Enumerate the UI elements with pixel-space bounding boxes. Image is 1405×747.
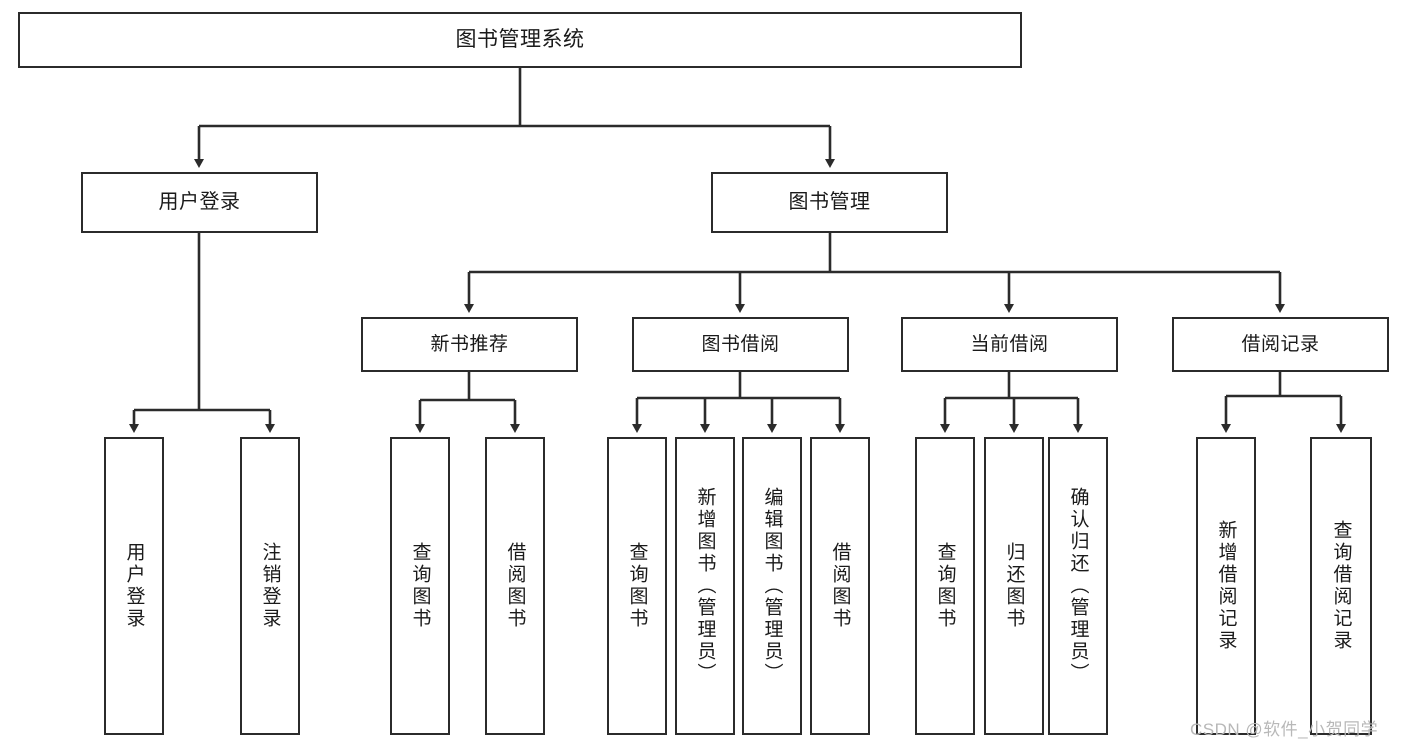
- node-leaf-confirm-return-label: 确认归还（管理员）: [1067, 487, 1089, 685]
- node-leaf-query-book-1[interactable]: 查询图书: [390, 437, 450, 735]
- node-root-label: 图书管理系统: [455, 27, 585, 51]
- node-leaf-logout[interactable]: 注销登录: [240, 437, 300, 735]
- node-leaf-borrow-book-1[interactable]: 借阅图书: [485, 437, 545, 735]
- node-new-book-rec-label: 新书推荐: [430, 333, 509, 355]
- node-leaf-query-book-2[interactable]: 查询图书: [607, 437, 667, 735]
- node-leaf-return-book[interactable]: 归还图书: [984, 437, 1044, 735]
- node-book-borrow-label: 图书借阅: [701, 333, 780, 355]
- node-book-borrow[interactable]: 图书借阅: [632, 317, 849, 372]
- node-leaf-return-book-label: 归还图书: [1003, 542, 1025, 630]
- node-user-login[interactable]: 用户登录: [81, 172, 318, 233]
- node-leaf-query-book-2-label: 查询图书: [626, 542, 648, 630]
- node-leaf-add-book-label: 新增图书（管理员）: [694, 487, 716, 685]
- csdn-watermark: CSDN @软件_小贺同学: [1190, 720, 1379, 739]
- node-borrow-record[interactable]: 借阅记录: [1172, 317, 1389, 372]
- node-leaf-query-record[interactable]: 查询借阅记录: [1310, 437, 1372, 735]
- node-leaf-edit-book[interactable]: 编辑图书（管理员）: [742, 437, 802, 735]
- node-leaf-confirm-return[interactable]: 确认归还（管理员）: [1048, 437, 1108, 735]
- node-leaf-query-book-3[interactable]: 查询图书: [915, 437, 975, 735]
- node-book-manage[interactable]: 图书管理: [711, 172, 948, 233]
- node-current-borrow[interactable]: 当前借阅: [901, 317, 1118, 372]
- node-borrow-record-label: 借阅记录: [1241, 333, 1320, 355]
- node-leaf-query-book-3-label: 查询图书: [934, 542, 956, 630]
- node-leaf-user-login-label: 用户登录: [123, 542, 145, 630]
- node-new-book-rec[interactable]: 新书推荐: [361, 317, 578, 372]
- node-leaf-add-record[interactable]: 新增借阅记录: [1196, 437, 1256, 735]
- node-leaf-add-book[interactable]: 新增图书（管理员）: [675, 437, 735, 735]
- node-user-login-label: 用户登录: [158, 191, 241, 213]
- node-leaf-borrow-book-1-label: 借阅图书: [504, 542, 526, 630]
- node-root[interactable]: 图书管理系统: [18, 12, 1022, 68]
- node-leaf-borrow-book-2[interactable]: 借阅图书: [810, 437, 870, 735]
- node-leaf-borrow-book-2-label: 借阅图书: [829, 542, 851, 630]
- node-book-manage-label: 图书管理: [788, 191, 871, 213]
- node-leaf-query-record-label: 查询借阅记录: [1330, 520, 1352, 652]
- node-leaf-logout-label: 注销登录: [259, 542, 281, 630]
- node-leaf-query-book-1-label: 查询图书: [409, 542, 431, 630]
- node-leaf-add-record-label: 新增借阅记录: [1215, 520, 1237, 652]
- node-current-borrow-label: 当前借阅: [970, 333, 1049, 355]
- node-leaf-user-login[interactable]: 用户登录: [104, 437, 164, 735]
- node-leaf-edit-book-label: 编辑图书（管理员）: [761, 487, 783, 685]
